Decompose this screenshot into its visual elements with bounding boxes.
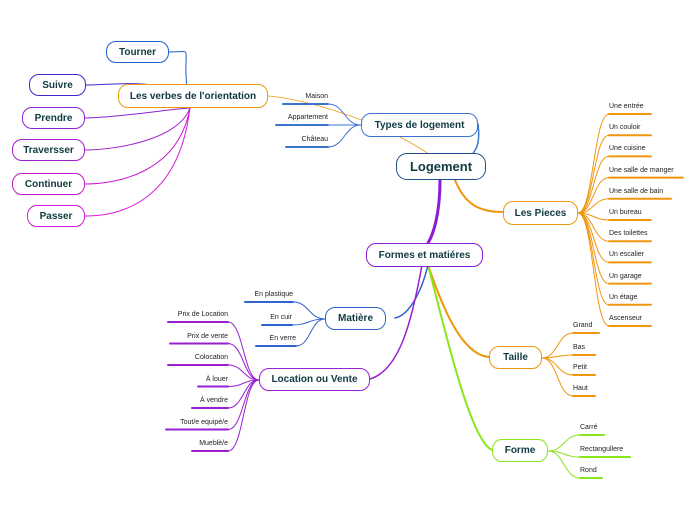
- leaf-taille-2-connector: [541, 357, 574, 376]
- leaf-pieces-1[interactable]: Un couloir: [609, 124, 641, 132]
- leaf-matiere-2-connector: [295, 318, 326, 347]
- leaf-types-1[interactable]: Appartement: [287, 114, 328, 121]
- branch-les-verbes-de-l-orientation[interactable]: Les verbes de l'orientation: [118, 84, 268, 108]
- leaf-pieces-4[interactable]: Une salle de bain: [609, 187, 664, 195]
- verb-suivre[interactable]: Suivre: [29, 74, 86, 96]
- leaf-location-4[interactable]: À vendre: [199, 397, 228, 404]
- verb-traversser[interactable]: Traversser: [12, 139, 85, 161]
- verb-tourner[interactable]: Tourner: [106, 41, 169, 63]
- leaf-matiere-1[interactable]: En cuir: [270, 314, 292, 321]
- leaf-pieces-7[interactable]: Un escalier: [609, 251, 645, 259]
- leaf-taille-2[interactable]: Petit: [573, 364, 588, 371]
- connector-root-forme: [427, 264, 493, 451]
- verb-passer-connector: [84, 107, 191, 217]
- connector-root-verbes: [267, 95, 431, 156]
- leaf-pieces-2-connector: [577, 155, 610, 214]
- verb-traversser-connector: [84, 107, 191, 151]
- leaf-location-5[interactable]: Tout/e equipé/e: [180, 418, 228, 426]
- connector-root-pieces: [454, 179, 504, 213]
- leaf-types-0[interactable]: Maison: [305, 93, 328, 100]
- leaf-pieces-6[interactable]: Des toilettes: [609, 230, 648, 238]
- leaf-matiere-0[interactable]: En plastique: [254, 291, 293, 298]
- leaf-pieces-3[interactable]: Une salle de manger: [609, 166, 674, 174]
- leaf-taille-3[interactable]: Haut: [573, 385, 588, 392]
- leaf-location-6-connector: [227, 379, 260, 452]
- leaf-pieces-2[interactable]: Une cuisine: [609, 145, 646, 153]
- leaf-types-2[interactable]: Château: [301, 136, 328, 143]
- branch-taille[interactable]: Taille: [489, 346, 542, 369]
- leaf-pieces-8[interactable]: Un garage: [609, 272, 642, 280]
- branch-location-ou-vente[interactable]: Location ou Vente: [259, 368, 370, 391]
- leaf-location-1-connector: [227, 343, 260, 381]
- connector-root-location: [369, 264, 423, 380]
- branch-les-pieces[interactable]: Les Pieces: [503, 201, 578, 225]
- leaf-location-6[interactable]: Mueblè/e: [199, 440, 228, 447]
- leaf-location-0[interactable]: Prix de Location: [177, 311, 228, 318]
- leaf-taille-0-connector: [541, 332, 574, 359]
- leaf-pieces-4-connector: [577, 198, 610, 214]
- root-node-logement[interactable]: Logement: [396, 153, 486, 180]
- leaf-types-0-connector: [327, 103, 362, 126]
- verb-prendre[interactable]: Prendre: [22, 107, 85, 129]
- leaf-pieces-10[interactable]: Ascenseur: [609, 315, 643, 322]
- leaf-taille-3-connector: [541, 357, 574, 397]
- branch-forme[interactable]: Forme: [492, 439, 548, 462]
- leaf-pieces-3-connector: [577, 177, 610, 214]
- leaf-location-5-connector: [227, 379, 260, 430]
- leaf-forme-2[interactable]: Rond: [580, 467, 597, 474]
- leaf-forme-2-connector: [547, 450, 581, 479]
- leaf-forme-0-connector: [547, 434, 581, 452]
- leaf-location-2[interactable]: Colocation: [194, 354, 228, 361]
- leaf-pieces-0-connector: [577, 113, 610, 214]
- connector-root-taille: [427, 264, 490, 358]
- verb-passer[interactable]: Passer: [27, 205, 85, 227]
- leaf-forme-0[interactable]: Carré: [580, 424, 598, 431]
- verb-continuer-connector: [84, 107, 191, 185]
- leaf-location-3[interactable]: À louer: [205, 375, 228, 383]
- leaf-pieces-0[interactable]: Une entrée: [609, 103, 644, 110]
- verb-continuer[interactable]: Continuer: [12, 173, 85, 195]
- leaf-location-0-connector: [227, 321, 260, 381]
- leaf-types-2-connector: [327, 124, 362, 148]
- leaf-location-1[interactable]: Prix de vente: [187, 332, 228, 340]
- branch-formes-et-matieres[interactable]: Formes et matiéres: [366, 243, 483, 267]
- leaf-pieces-5[interactable]: Un bureau: [609, 209, 642, 216]
- leaf-pieces-10-connector: [577, 212, 610, 327]
- connector-root-formes: [426, 178, 442, 245]
- leaf-pieces-9[interactable]: Un étage: [609, 293, 638, 301]
- verb-prendre-connector: [84, 107, 191, 119]
- leaf-taille-1-connector: [541, 354, 574, 359]
- leaf-taille-0[interactable]: Grand: [573, 322, 593, 329]
- leaf-matiere-2[interactable]: En verre: [269, 335, 296, 342]
- connector-root-matiere: [394, 264, 429, 319]
- branch-types-de-logement[interactable]: Types de logement: [361, 113, 478, 137]
- leaf-taille-1[interactable]: Bas: [573, 344, 586, 351]
- leaf-location-2-connector: [227, 364, 260, 381]
- leaf-pieces-1-connector: [577, 134, 610, 214]
- leaf-pieces-7-connector: [577, 212, 610, 263]
- branch-matiere[interactable]: Matière: [325, 307, 386, 330]
- leaf-matiere-0-connector: [292, 301, 326, 320]
- leaf-forme-1[interactable]: Rectangullere: [580, 446, 624, 453]
